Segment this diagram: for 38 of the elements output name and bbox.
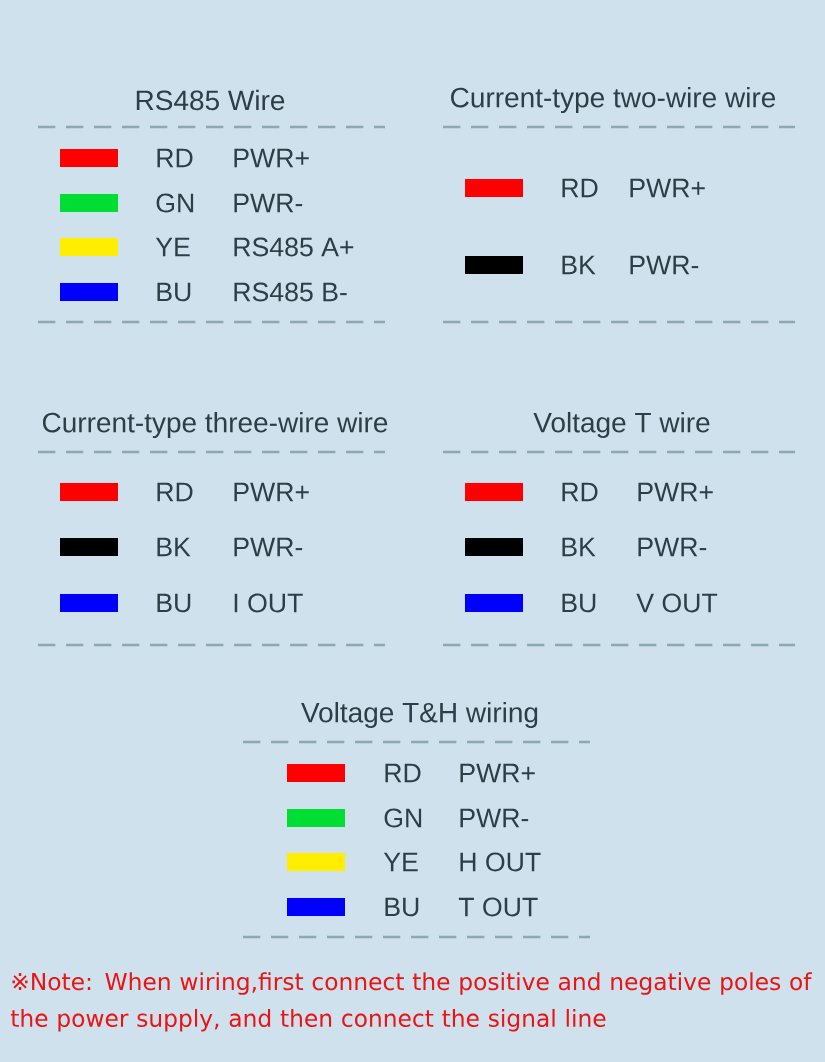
wire-function: PWR- [234, 537, 303, 557]
wire-function: H OUT [460, 852, 541, 872]
wire-code: GN [384, 808, 422, 828]
section-title: Voltage T&H wiring [301, 701, 538, 729]
wire-function: T OUT [458, 897, 538, 917]
wire-function: I OUT [234, 593, 303, 613]
wire-code: RD [157, 148, 193, 168]
section-title: Current-type three-wire wire [42, 411, 388, 439]
wire-code: GN [156, 193, 194, 213]
note-text: ※Note: When wiring,first connect the positive and negative poles of the power supply, and then connect the signal line [10, 972, 812, 1032]
wire-code: BK [157, 537, 191, 557]
wire-function: PWR- [234, 193, 303, 213]
wire-code: BU [562, 593, 596, 613]
wire-function: RS485 A+ [234, 237, 354, 257]
wire-function: PWR- [638, 537, 707, 557]
wire-function: PWR- [460, 808, 529, 828]
wire-code: YE [383, 852, 418, 872]
section-title: RS485 Wire [136, 89, 285, 111]
wire-code: BU [157, 282, 191, 302]
wire-function: RS485 B- [234, 282, 347, 302]
section-title: Voltage T wire [533, 411, 710, 439]
wire-function: PWR+ [234, 482, 309, 502]
wire-code: YE [155, 237, 190, 257]
section-title: Current-type two-wire wire [451, 86, 776, 114]
wire-code: RD [157, 482, 193, 502]
wire-function: PWR+ [234, 148, 309, 168]
wire-function: PWR+ [460, 763, 535, 783]
wire-code: RD [385, 763, 421, 783]
wire-code: RD [562, 482, 598, 502]
wire-function: PWR+ [630, 178, 705, 198]
wire-code: BU [385, 897, 419, 917]
wire-code: BK [562, 255, 596, 275]
wire-code: BK [562, 537, 596, 557]
wire-function: V OUT [636, 593, 718, 613]
wire-function: PWR+ [638, 482, 713, 502]
wire-function: PWR- [630, 255, 699, 275]
wire-code: BU [157, 593, 191, 613]
wire-code: RD [562, 178, 598, 198]
